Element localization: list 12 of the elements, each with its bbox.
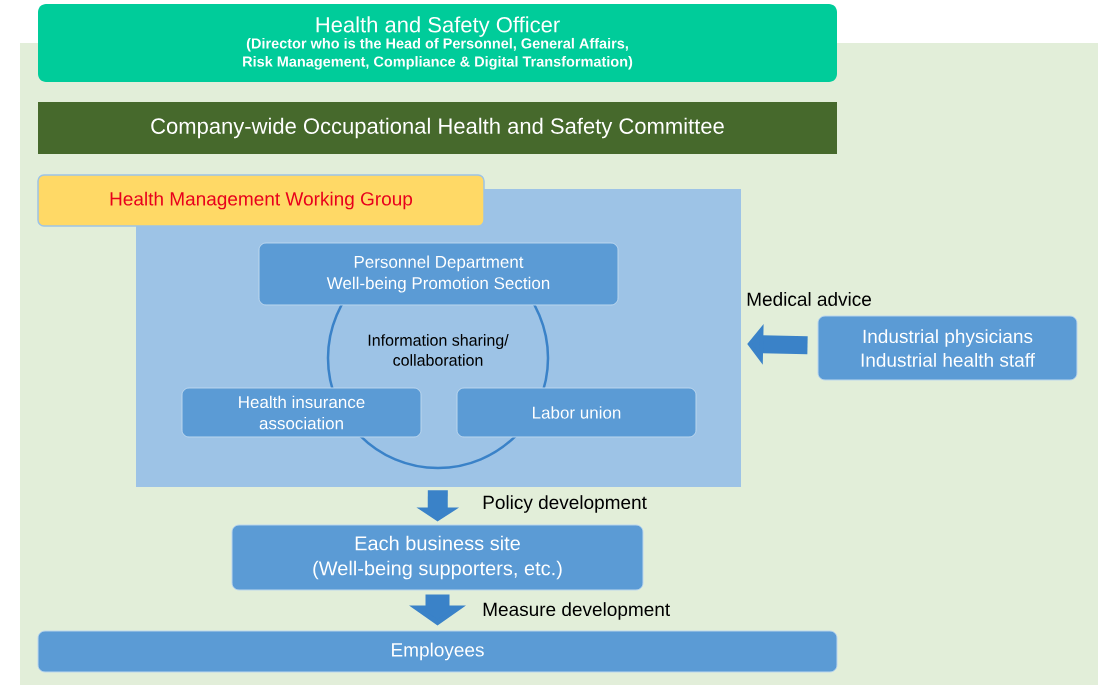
process-box: Employees bbox=[37, 630, 838, 673]
edge-label: Medical advice bbox=[747, 292, 871, 306]
group-heading-tab: Health Management Working Group bbox=[37, 174, 485, 227]
officer-box: Health and Safety Officer (Director who is the Head of Personnel, General Affairs, Risk Management, Compliance & Digital Transformation) bbox=[38, 4, 837, 82]
edge-label: Policy development bbox=[483, 495, 647, 513]
process-box: Personnel Department Well-being Promotion Section bbox=[258, 242, 619, 306]
committee-banner: Company-wide Occupational Health and Safety Committee bbox=[38, 102, 837, 154]
edge-label: Measure development bbox=[483, 602, 670, 620]
process-box: Each business site (Well-being supporters, etc.) bbox=[231, 524, 644, 591]
process-box: Labor union bbox=[456, 387, 697, 438]
process-box: Health insurance association bbox=[181, 387, 422, 438]
process-box: Industrial physicians Industrial health staff bbox=[817, 315, 1078, 381]
